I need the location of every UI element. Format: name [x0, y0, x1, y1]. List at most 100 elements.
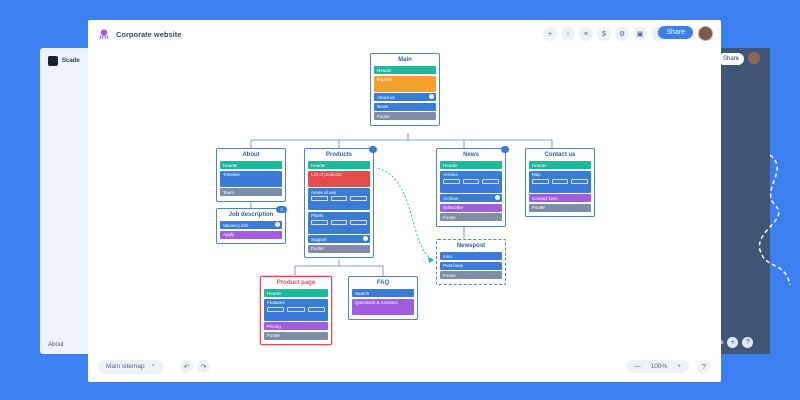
- background-avatar: [748, 52, 760, 64]
- page-card-newspost[interactable]: Newspost Intro Post body Footer: [436, 239, 506, 285]
- app-window: Corporate website + ○ ≡ $ ⚙ ▣ ⋮ Share: [88, 20, 721, 382]
- background-about-link: About: [48, 342, 64, 348]
- chevron-up-icon: ⌃: [150, 364, 157, 371]
- block-footer[interactable]: Footer: [440, 213, 502, 221]
- block-apply[interactable]: Apply: [220, 230, 282, 239]
- block-map[interactable]: Map: [529, 170, 591, 193]
- sitemap-selector-label: Main sitemap: [106, 363, 145, 370]
- page-card-about[interactable]: About Header Timeline Team: [216, 148, 286, 202]
- block-search[interactable]: Search: [352, 289, 414, 297]
- block-archive[interactable]: Archive: [440, 194, 502, 202]
- block-intro[interactable]: Intro: [440, 252, 502, 260]
- search-icon[interactable]: ○: [561, 27, 575, 41]
- block-label: About us: [377, 94, 395, 100]
- block-areas-of-use[interactable]: Areas of use: [308, 188, 370, 210]
- block-placeholder-shapes: [311, 196, 368, 201]
- block-articles[interactable]: Articles: [440, 170, 502, 193]
- card-title: Main: [398, 57, 412, 63]
- sitemap-selector[interactable]: Main sitemap ⌃: [98, 360, 165, 374]
- block-footer[interactable]: Footer: [440, 271, 502, 279]
- card-title: About: [242, 152, 260, 158]
- page-card-products[interactable]: Products Header List of products Areas o…: [304, 148, 374, 258]
- page-card-main[interactable]: Main Header Explore About us News Footer: [370, 53, 440, 126]
- block-support[interactable]: Support: [308, 235, 370, 243]
- history-controls: ↶ ↷: [180, 360, 210, 373]
- block-subscribe[interactable]: Subscribe: [440, 203, 502, 212]
- card-title: Contact us: [544, 152, 576, 158]
- block-pricing[interactable]: Pricing: [264, 322, 328, 330]
- undo-icon[interactable]: ↶: [180, 360, 193, 373]
- block-footer[interactable]: Footer: [264, 331, 328, 340]
- block-team[interactable]: Team: [220, 188, 282, 196]
- block-post-body[interactable]: Post body: [440, 261, 502, 270]
- link-icon: [275, 222, 280, 227]
- block-footer[interactable]: Footer: [529, 203, 591, 212]
- block-contact-form[interactable]: Contact form: [529, 194, 591, 202]
- block-features[interactable]: Features: [264, 298, 328, 321]
- link-badge-icon: [501, 146, 509, 153]
- page-card-news[interactable]: News Header Articles Archive Subscribe F…: [436, 148, 506, 227]
- card-title: Product page: [276, 280, 316, 286]
- block-timeline[interactable]: Timeline: [220, 170, 282, 187]
- page-card-job-description[interactable]: Job description Vacancy info Apply: [216, 208, 286, 244]
- card-title: News: [463, 152, 479, 158]
- link-icon: [363, 236, 368, 241]
- background-zoom: % + ?: [718, 337, 754, 348]
- link-icon: [429, 94, 434, 99]
- block-label: Support: [311, 236, 327, 242]
- help-button[interactable]: ?: [697, 360, 711, 374]
- zoom-out-button[interactable]: —: [634, 363, 641, 370]
- background-brand: Scade: [48, 56, 80, 66]
- brand-name: Scade: [62, 58, 80, 64]
- block-footer[interactable]: Footer: [374, 112, 436, 120]
- block-placeholder-shapes: [267, 306, 325, 312]
- block-header[interactable]: Header: [374, 66, 436, 74]
- block-label: Map: [532, 172, 541, 177]
- block-news[interactable]: News: [374, 102, 436, 111]
- background-help-icon: ?: [742, 337, 754, 348]
- block-questions-answers[interactable]: Questions & Answers: [352, 298, 414, 315]
- block-label: List of products: [311, 172, 342, 177]
- page-card-product-page[interactable]: Product page Header Features Pricing Foo…: [260, 276, 332, 345]
- block-placeholder-shapes: [532, 178, 589, 184]
- card-title: Job description: [228, 212, 274, 218]
- octopus-logo-icon: [99, 29, 109, 40]
- link-badge-icon: [369, 146, 377, 153]
- add-icon[interactable]: +: [543, 27, 557, 41]
- card-title: Products: [325, 152, 352, 158]
- zoom-in-button[interactable]: +: [677, 363, 681, 370]
- settings-icon[interactable]: ⚙: [615, 27, 629, 41]
- block-header[interactable]: Header: [529, 161, 591, 169]
- block-plants[interactable]: Plants: [308, 211, 370, 234]
- page-card-contact-us[interactable]: Contact us Header Map Contact form Foote…: [525, 148, 595, 217]
- block-header[interactable]: Header: [220, 161, 282, 169]
- block-label: Areas of use: [311, 189, 337, 195]
- background-zoom-plus-icon: +: [727, 337, 739, 348]
- block-explore[interactable]: Explore: [374, 75, 436, 92]
- image-icon[interactable]: ▣: [633, 27, 647, 41]
- zoom-control: — 100% +: [626, 360, 689, 373]
- block-header[interactable]: Header: [264, 289, 328, 297]
- decorative-swirl: [758, 154, 791, 286]
- block-placeholder-shapes: [311, 219, 368, 225]
- list-icon[interactable]: ≡: [579, 27, 593, 41]
- block-vacancy-info[interactable]: Vacancy info: [220, 221, 282, 229]
- user-avatar[interactable]: [698, 26, 713, 41]
- block-header[interactable]: Header: [308, 161, 370, 169]
- toolbar: + ○ ≡ $ ⚙ ▣ ⋮: [543, 27, 665, 41]
- project-title-area[interactable]: Corporate website: [98, 28, 181, 40]
- block-header[interactable]: Header: [440, 161, 502, 169]
- redo-icon[interactable]: ↷: [197, 360, 210, 373]
- card-title: FAQ: [376, 280, 390, 286]
- brand-logo-icon: [48, 56, 58, 66]
- card-title: Newspost: [456, 243, 486, 249]
- page-card-faq[interactable]: FAQ Search Questions & Answers: [348, 276, 418, 320]
- block-footer[interactable]: Footer: [308, 244, 370, 253]
- share-button[interactable]: Share: [658, 26, 693, 39]
- block-about-us[interactable]: About us: [374, 93, 436, 101]
- block-placeholder-shapes: [443, 178, 500, 184]
- dollar-icon[interactable]: $: [597, 27, 611, 41]
- block-list-of-products[interactable]: List of products: [308, 170, 370, 187]
- block-label: Explore: [377, 77, 393, 82]
- block-label: Vacancy info: [223, 222, 249, 228]
